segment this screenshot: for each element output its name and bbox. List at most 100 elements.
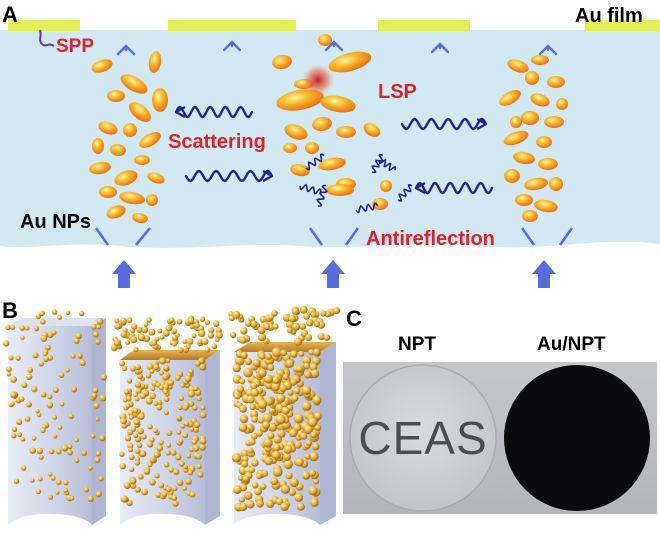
au-nanoparticle <box>538 158 558 170</box>
gold-particle <box>65 367 70 373</box>
gold-particle <box>200 405 206 411</box>
gold-particle <box>67 444 73 450</box>
au-nanoparticle <box>110 143 126 157</box>
gold-particle <box>156 444 164 452</box>
gold-particle <box>147 462 153 468</box>
gold-particle <box>119 451 125 457</box>
gold-particle <box>267 432 275 440</box>
chevron-arrow <box>430 42 450 54</box>
gold-particle <box>263 438 273 448</box>
au-npt-label: Au/NPT <box>537 334 606 355</box>
gold-particle <box>239 336 247 344</box>
gold-particle <box>165 324 173 332</box>
gold-particle <box>40 335 48 342</box>
au-nanoparticle <box>547 76 565 88</box>
gold-particle <box>153 428 159 434</box>
gold-particle <box>275 414 286 425</box>
gold-particle <box>309 363 318 371</box>
gold-particle <box>272 443 281 452</box>
gold-particle <box>135 364 142 371</box>
film-strip <box>378 20 470 31</box>
gold-particle <box>291 394 299 402</box>
gold-particle <box>157 328 163 334</box>
gold-particle <box>158 385 164 391</box>
gold-particle <box>5 324 11 331</box>
gold-particle <box>191 333 197 339</box>
gold-particle <box>55 448 62 455</box>
gold-particle <box>158 482 165 489</box>
column-bare-particles <box>3 309 107 525</box>
gold-particle <box>16 419 23 426</box>
gold-particle <box>47 472 53 477</box>
gold-particle <box>24 416 31 422</box>
gold-particle <box>57 425 63 430</box>
gold-particle <box>196 396 202 402</box>
gold-particle <box>198 329 206 337</box>
incident-ray <box>558 227 574 246</box>
gold-particle <box>173 468 180 475</box>
gold-particle <box>92 387 99 394</box>
gold-particle <box>294 441 302 449</box>
gold-particle <box>128 454 135 461</box>
au-nanoparticle <box>380 180 392 192</box>
gold-particle <box>6 366 12 373</box>
gold-particle <box>149 437 155 443</box>
gold-particle <box>165 358 171 364</box>
au-nanoparticle <box>152 88 168 112</box>
gold-particle <box>40 391 47 398</box>
gold-particle <box>282 452 292 461</box>
gold-particle <box>308 417 318 427</box>
panel-a-letter: A <box>2 2 18 27</box>
gold-particle <box>87 495 94 503</box>
gold-particle <box>299 323 307 330</box>
gold-particle <box>135 387 142 394</box>
incident-ray <box>134 227 152 246</box>
gold-particle <box>291 322 301 331</box>
gold-particle <box>178 438 184 444</box>
gold-particle <box>35 409 40 414</box>
gold-particle <box>52 415 58 420</box>
gold-particle <box>305 334 313 341</box>
gold-particle <box>166 442 172 448</box>
gold-particle <box>171 341 178 347</box>
gold-particle <box>45 344 51 351</box>
gold-particle <box>137 427 145 435</box>
gold-particle <box>10 325 16 330</box>
gold-particle <box>162 373 169 381</box>
gold-particle <box>131 323 138 330</box>
gold-particle <box>52 387 59 394</box>
gold-particle <box>10 376 17 383</box>
gold-particle <box>193 385 199 392</box>
au-nanoparticle <box>328 51 372 73</box>
gold-particle <box>280 349 287 357</box>
gold-particle <box>31 435 37 441</box>
gold-particle <box>159 334 165 340</box>
medium-region <box>0 30 660 248</box>
gold-particle <box>302 355 312 365</box>
gold-particle <box>35 488 42 495</box>
gold-particle <box>99 394 106 402</box>
gold-particle <box>159 357 167 365</box>
gold-particle <box>65 310 71 316</box>
gold-particle <box>96 318 104 325</box>
gold-particle <box>243 367 253 378</box>
gold-particle <box>67 449 73 456</box>
gold-particle <box>232 363 241 373</box>
gold-particle <box>272 323 279 330</box>
gold-particle <box>279 384 288 393</box>
gold-particle <box>317 332 326 341</box>
gold-particle <box>121 365 128 372</box>
gold-particle <box>147 424 153 430</box>
gold-particle <box>197 471 204 478</box>
au-nanoparticle <box>92 138 104 154</box>
gold-particle <box>136 442 143 448</box>
au-nanoparticle <box>99 186 117 198</box>
gold-particle <box>151 339 158 346</box>
gold-particle <box>180 382 186 388</box>
scatter-squiggle <box>371 153 384 174</box>
gold-particle <box>177 346 184 353</box>
gold-particle <box>305 319 314 327</box>
gold-particle <box>163 396 170 403</box>
gold-particle <box>254 487 263 496</box>
gold-particle <box>32 352 39 359</box>
